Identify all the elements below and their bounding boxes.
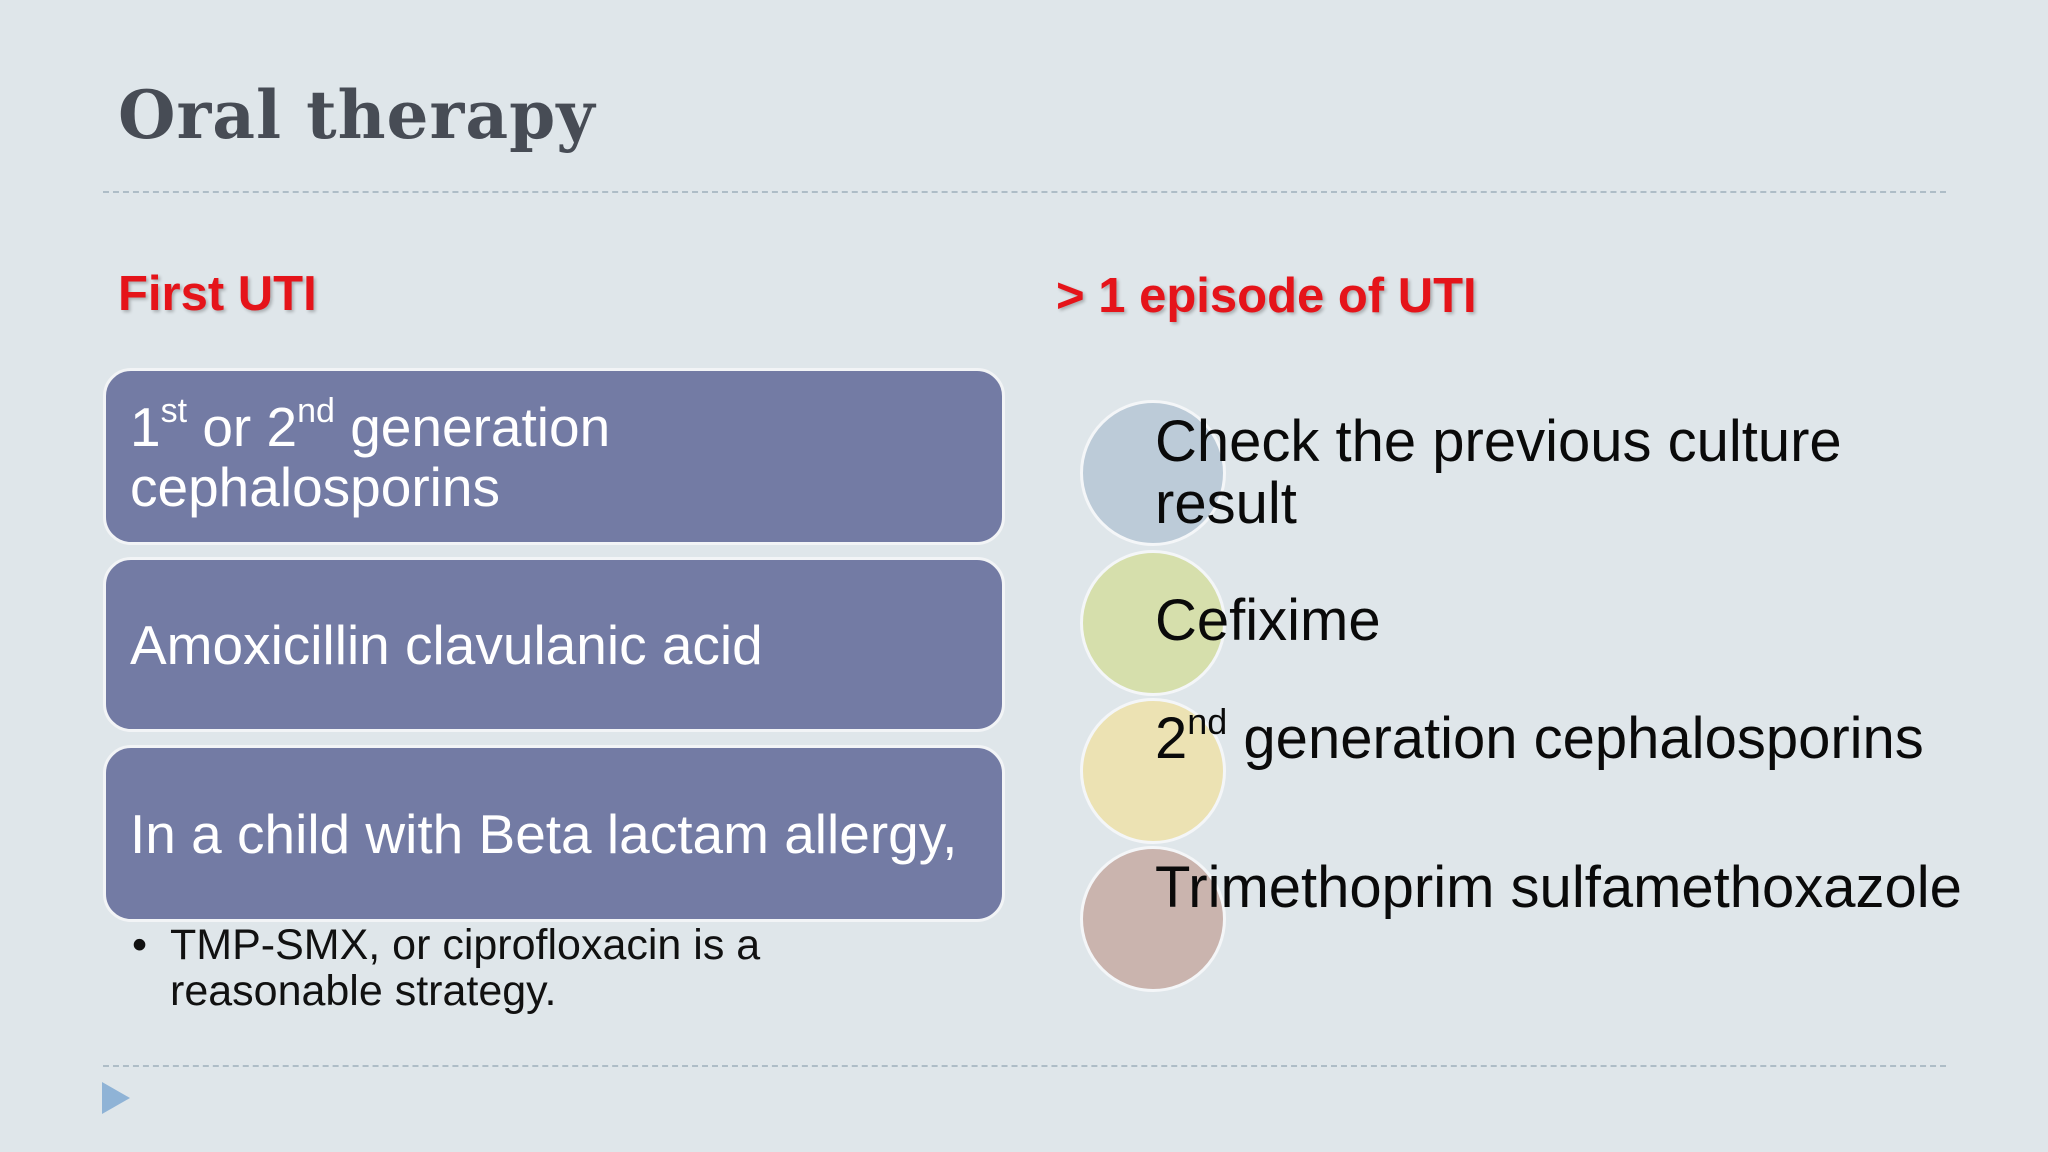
tmp-smx-item: Trimethoprim sulfamethoxazole [1155, 855, 1962, 920]
circle-marker-2 [1080, 550, 1226, 696]
culture-result-item: Check the previous culture result [1155, 409, 1842, 536]
circle-marker-4 [1080, 846, 1226, 992]
second-gen-cephalosporins-item: 2nd generation cephalosporins [1155, 701, 1924, 771]
cefixime-item: Cefixime [1155, 588, 1381, 653]
amoxicillin-box: Amoxicillin clavulanic acid [103, 557, 1005, 732]
circle-marker-1 [1080, 400, 1226, 546]
bullet-marker: • [132, 921, 148, 969]
slide-title: Oral therapy [118, 76, 596, 154]
amoxicillin-label: Amoxicillin clavulanic acid [130, 613, 763, 676]
circle-marker-3 [1080, 698, 1226, 844]
cephalosporins-box: 1st or 2nd generation cephalosporins [103, 368, 1005, 545]
top-divider [103, 191, 1946, 193]
cephalosporins-label: 1st or 2nd generation cephalosporins [130, 391, 611, 518]
play-triangle-icon[interactable] [102, 1082, 130, 1114]
bottom-divider [103, 1065, 1946, 1067]
beta-lactam-allergy-label: In a child with Beta lactam allergy, [130, 802, 958, 865]
allergy-note-text: TMP-SMX, or ciprofloxacin is a reasonabl… [170, 921, 761, 1015]
beta-lactam-allergy-box: In a child with Beta lactam allergy, [103, 745, 1005, 922]
first-uti-heading: First UTI [118, 267, 317, 321]
recurrent-uti-heading: > 1 episode of UTI [1056, 269, 1477, 323]
